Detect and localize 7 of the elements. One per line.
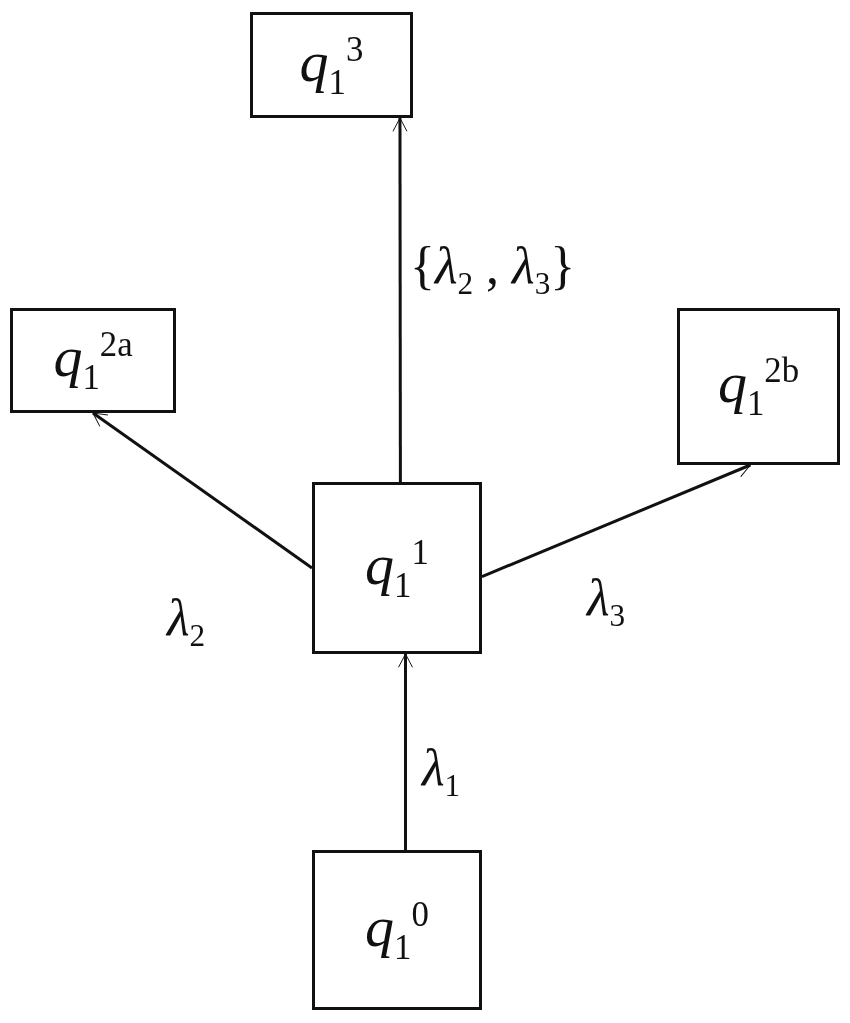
state-box bbox=[250, 12, 413, 118]
arrow bbox=[92, 411, 313, 570]
arrow bbox=[481, 463, 751, 578]
state-box bbox=[10, 308, 176, 413]
state-box bbox=[312, 850, 482, 1010]
state-box bbox=[312, 482, 482, 654]
state-box bbox=[677, 308, 840, 465]
